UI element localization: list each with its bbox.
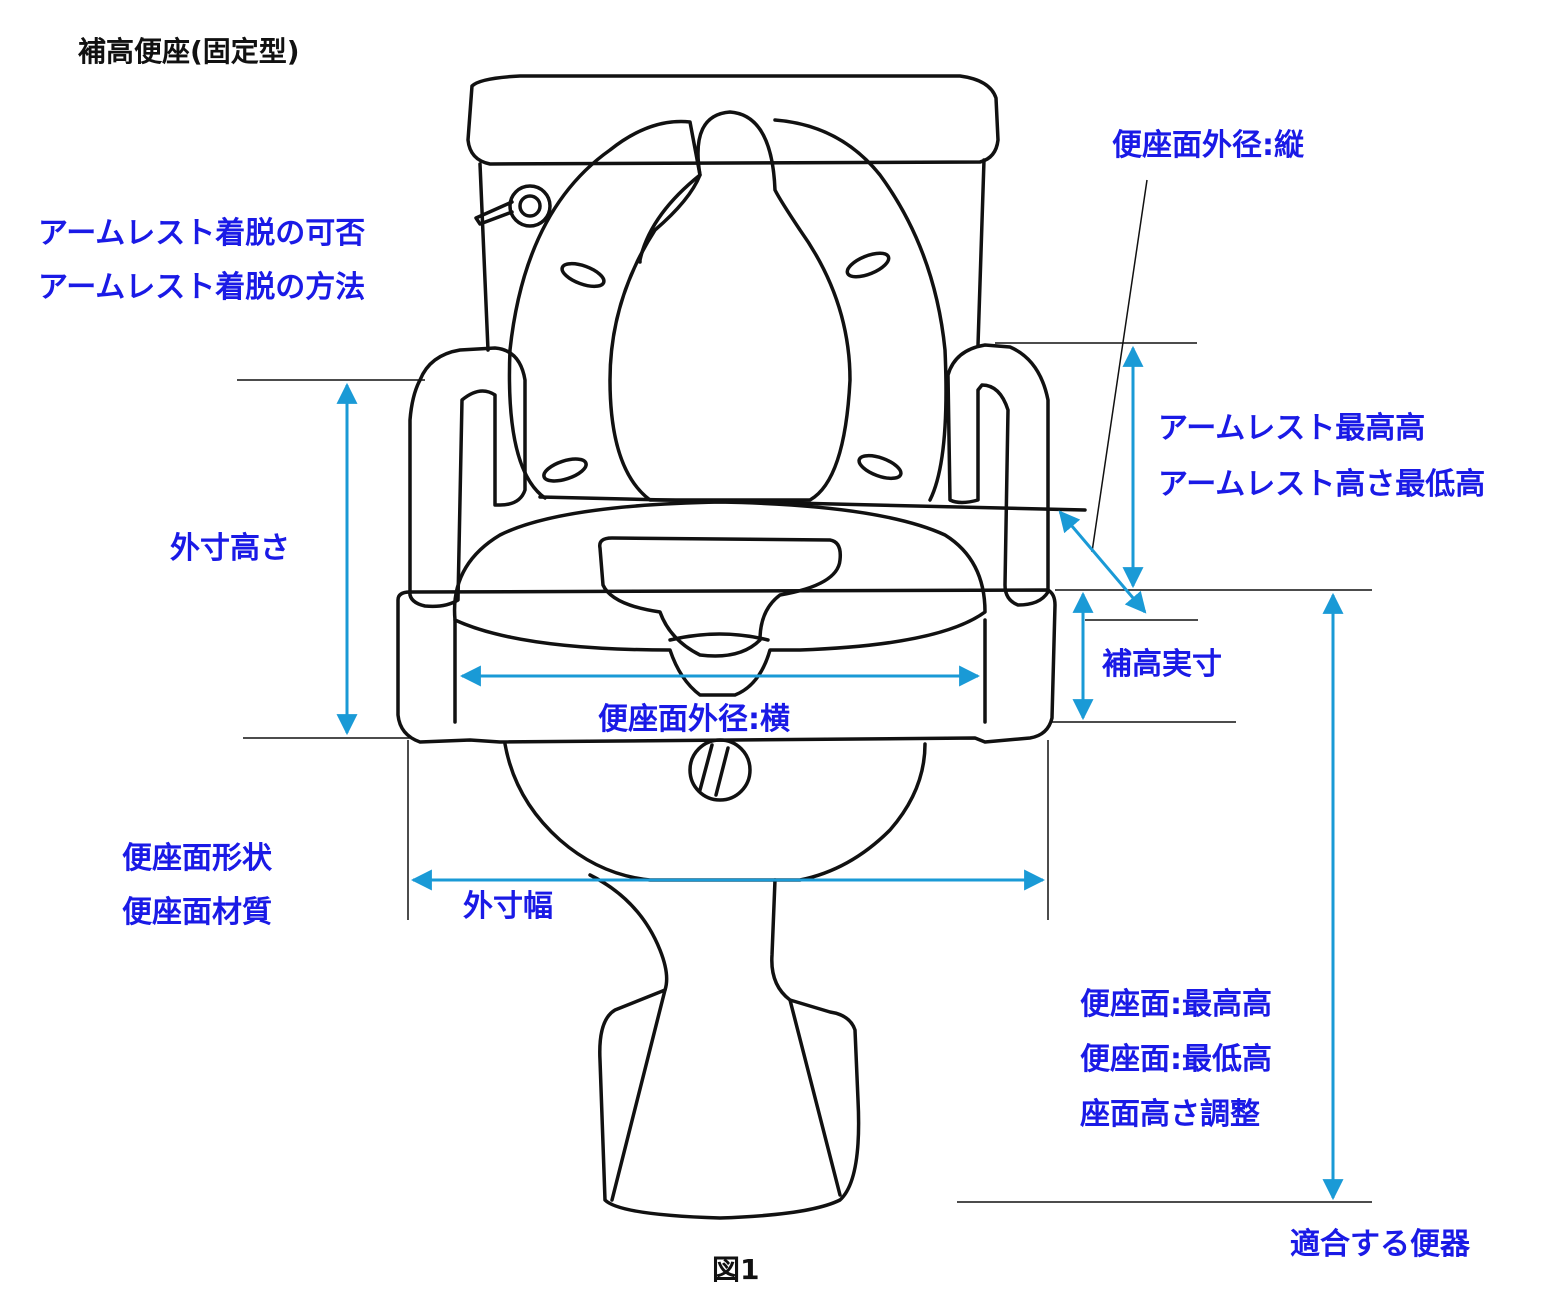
label-outer-width: 外寸幅 (463, 889, 553, 924)
label-seat-min-height: 便座面:最低高 (1080, 1042, 1272, 1077)
adjust-knob-icon (688, 738, 752, 802)
label-seat-shape: 便座面形状 (122, 841, 272, 876)
flush-handle-icon (474, 184, 552, 228)
label-seat-max-height: 便座面:最高高 (1080, 987, 1272, 1022)
seat-lid-inner (608, 110, 852, 502)
label-armrest-detach-possible: アームレスト着脱の可否 (38, 216, 366, 251)
label-armrest-max-height: アームレスト最高高 (1158, 411, 1426, 446)
label-armrest-min-height: アームレスト高さ最低高 (1158, 467, 1486, 502)
label-armrest-detach-method: アームレスト着脱の方法 (38, 270, 366, 305)
label-raise-actual: 補高実寸 (1102, 647, 1222, 682)
toilet-outline (396, 74, 1087, 1220)
seat-surface (452, 500, 987, 697)
toilet-pedestal (588, 873, 861, 1220)
label-seat-outer-diameter-vertical: 便座面外径:縦 (1112, 128, 1304, 163)
label-seat-material: 便座面材質 (122, 895, 272, 930)
figure-caption: 図1 (712, 1253, 760, 1286)
seat-cutout (598, 536, 843, 658)
seat-lid-outer (507, 118, 948, 502)
right-armrest (946, 343, 1050, 607)
label-outer-height: 外寸高さ (170, 531, 290, 566)
tank-body (478, 158, 986, 352)
diagram-title: 補高便座(固定型) (78, 35, 300, 68)
reference-lines (237, 179, 1372, 1203)
dimension-arrows (336, 345, 1344, 1201)
label-seat-height-adjust: 座面高さ調整 (1080, 1097, 1260, 1132)
toilet-bowl (503, 742, 927, 882)
tank-lid (466, 74, 1000, 166)
seat-diameter-vertical-arrow (1058, 510, 1147, 614)
label-compatible-toilet: 適合する便器 (1290, 1227, 1470, 1262)
label-seat-outer-diameter-horizontal: 便座面外径:横 (598, 702, 790, 737)
